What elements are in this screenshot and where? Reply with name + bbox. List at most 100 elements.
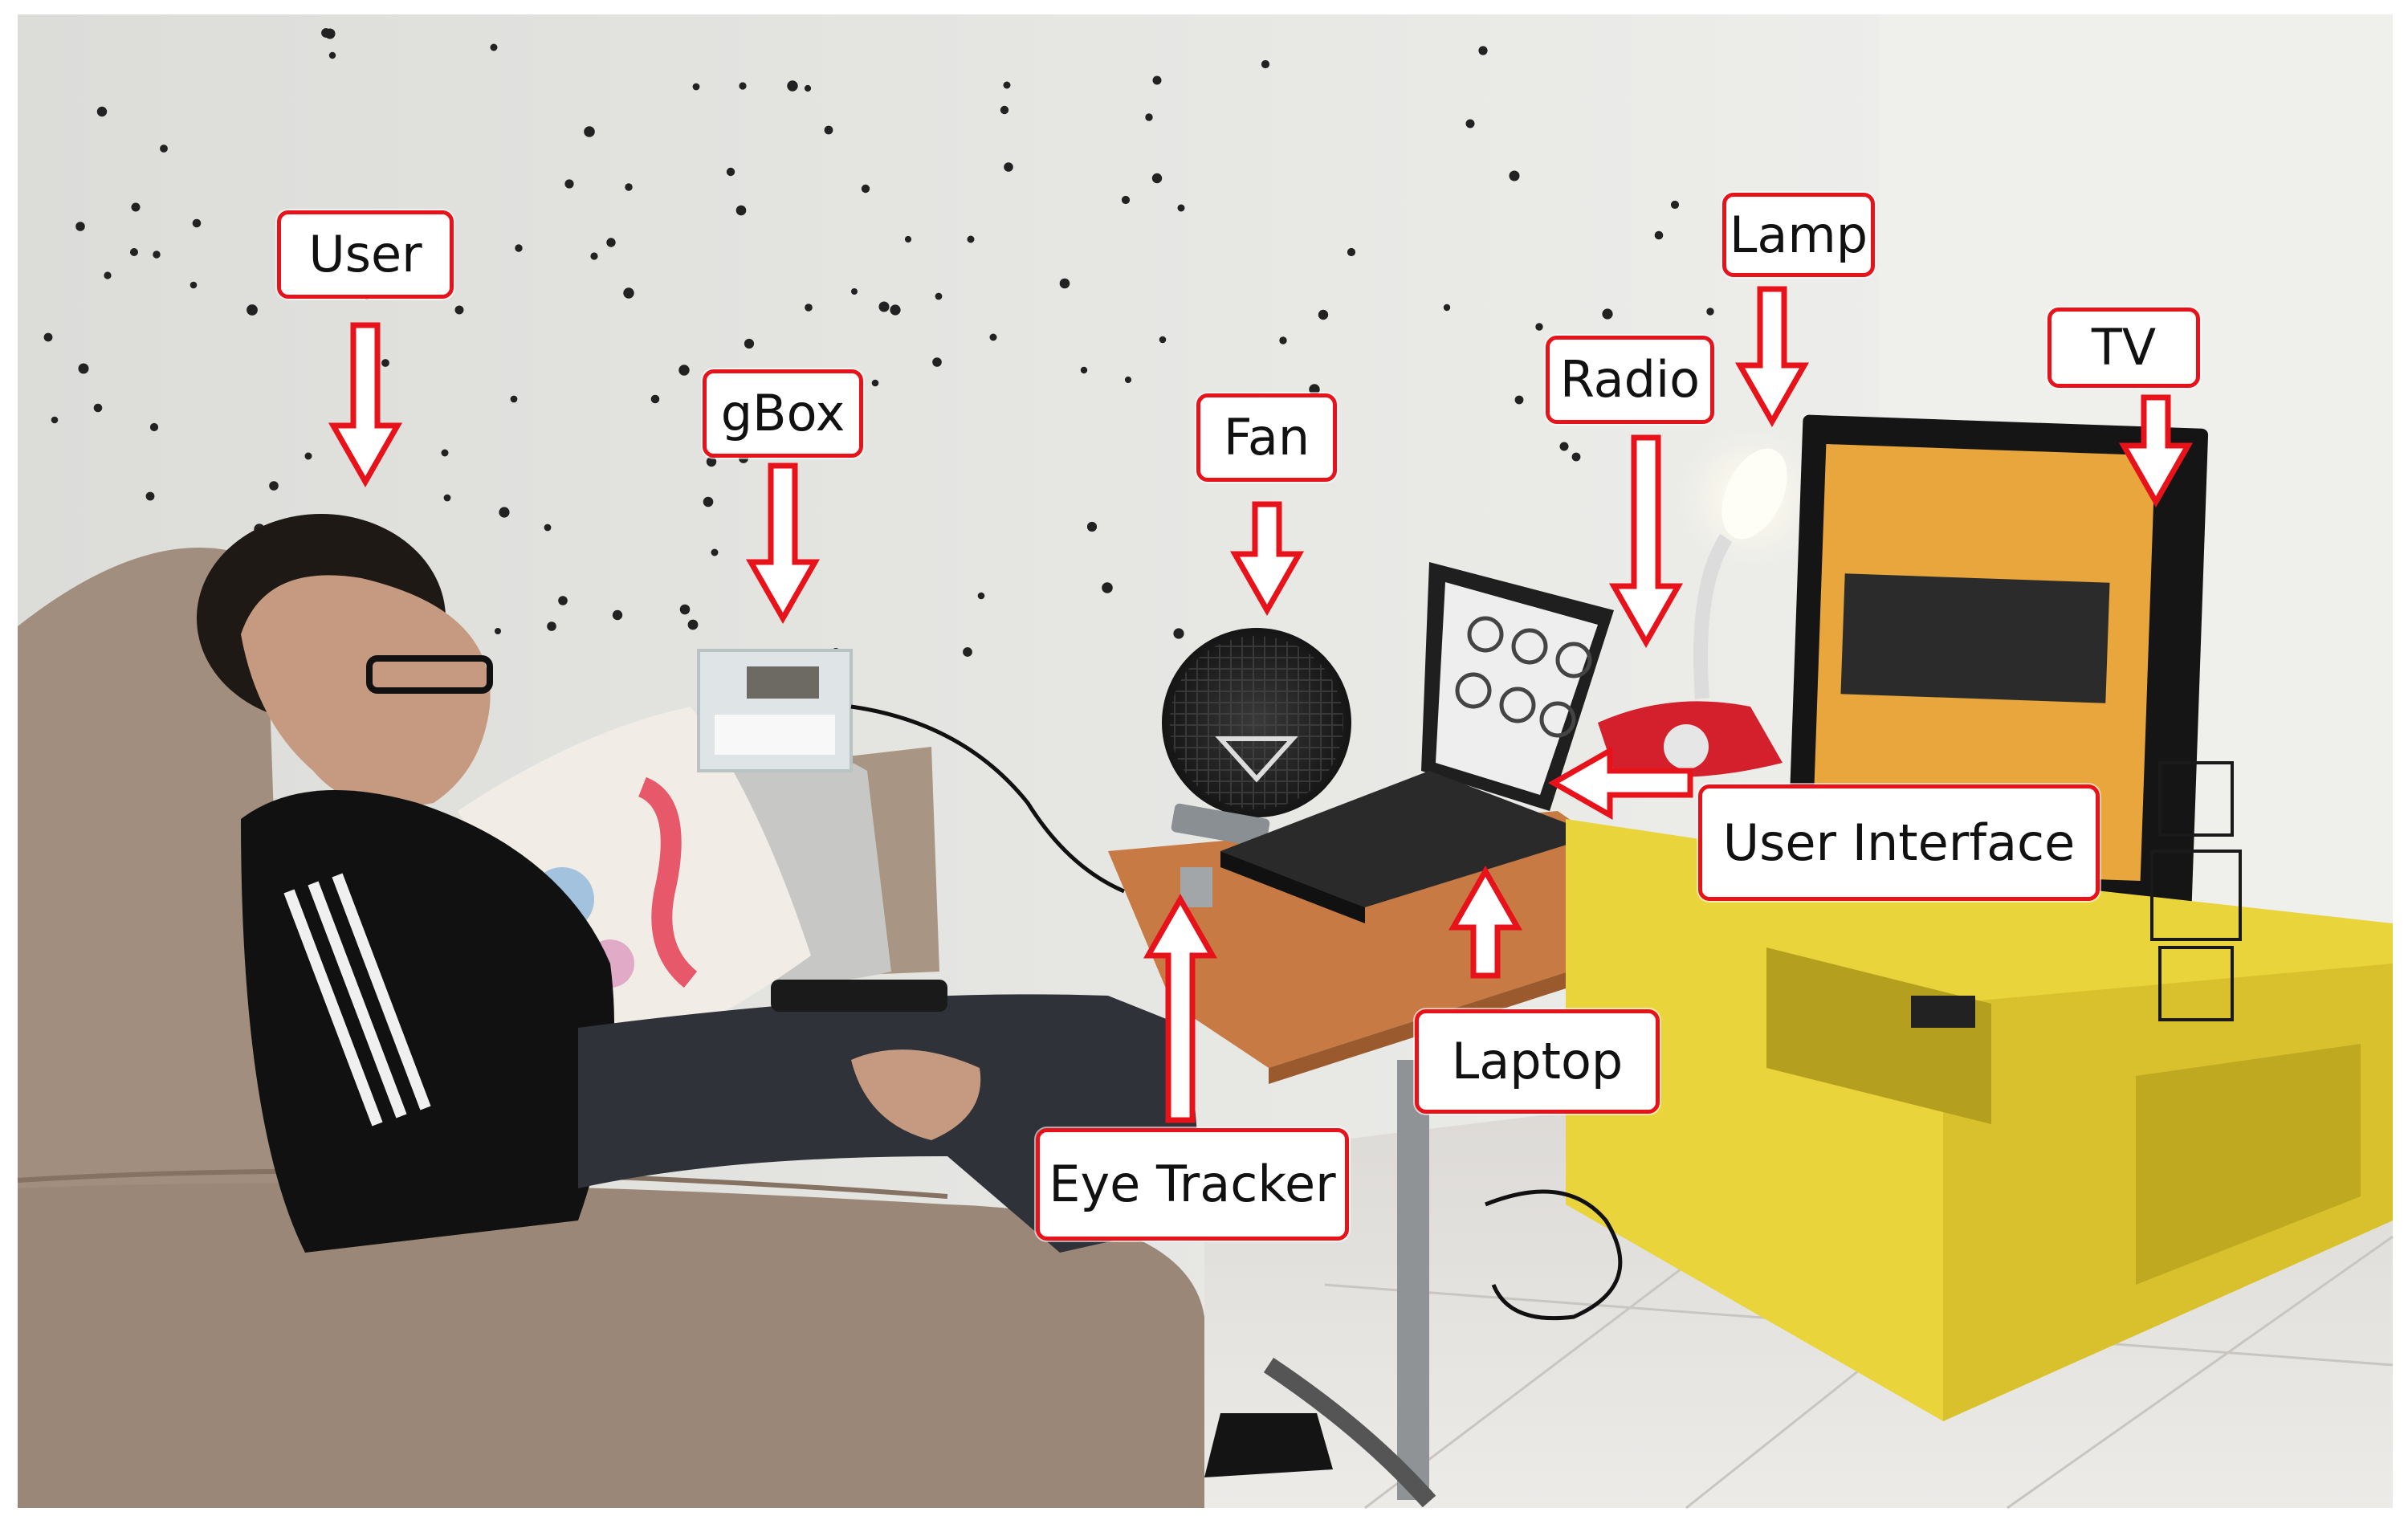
- wall-star: [692, 83, 700, 91]
- wall-star: [967, 235, 975, 243]
- wall-star: [510, 395, 518, 403]
- wall-star: [678, 365, 690, 376]
- wall-star: [1309, 384, 1320, 395]
- wall-star: [1571, 452, 1581, 462]
- wall-star: [1151, 173, 1163, 184]
- arrow-laptop: [1448, 865, 1523, 979]
- wall-star: [324, 28, 336, 39]
- label-user-interface: User Interface: [1698, 784, 2100, 901]
- fan: [1162, 628, 1351, 817]
- wall-star: [711, 548, 719, 556]
- arrow-user-interface: [1547, 745, 1693, 821]
- arrow-lamp: [1734, 286, 1810, 428]
- wall-star: [78, 363, 89, 374]
- wall-star: [1478, 46, 1488, 55]
- wire-cube-decor: [2150, 761, 2242, 1021]
- wall-star: [1654, 230, 1664, 240]
- wall-star: [441, 449, 449, 457]
- wall-star: [1465, 119, 1475, 128]
- wall-star: [75, 222, 85, 231]
- laptop: [1220, 562, 1614, 923]
- wall-star: [1124, 376, 1132, 384]
- gbox-device: [697, 649, 853, 772]
- wall-star: [499, 507, 510, 518]
- wall-star: [1003, 81, 1011, 89]
- wall-star: [1004, 162, 1013, 172]
- cushion-flamingo: [458, 707, 811, 1060]
- wall-star: [871, 379, 879, 387]
- label-fan: Fan: [1196, 393, 1337, 482]
- arrow-tv: [2118, 394, 2194, 508]
- wall-star: [43, 332, 53, 342]
- wall-star: [153, 251, 161, 259]
- wall-star: [1145, 113, 1153, 121]
- label-radio: Radio: [1546, 336, 1714, 424]
- wall-star: [625, 183, 633, 191]
- wall-star: [96, 106, 108, 117]
- wall-star: [679, 604, 691, 615]
- wall-star: [495, 628, 501, 634]
- laptop-ui-buttons: [1455, 616, 1592, 738]
- wall-star: [131, 202, 141, 212]
- wall-star: [584, 126, 595, 137]
- wall-star: [247, 304, 258, 316]
- wall-star: [612, 609, 623, 621]
- wall-star: [890, 304, 901, 316]
- wall-star: [726, 167, 735, 177]
- wall-star: [454, 305, 464, 315]
- wall-star: [1177, 204, 1185, 212]
- label-eye-tracker: Eye Tracker: [1036, 1128, 1349, 1241]
- wall-star: [650, 394, 660, 404]
- gbox-cables: [850, 704, 1125, 894]
- wall-star: [544, 524, 552, 532]
- wall-star: [269, 481, 279, 491]
- wall-star: [1080, 366, 1088, 374]
- wall-star: [51, 416, 59, 424]
- wall-star: [1102, 582, 1113, 593]
- wall-star: [1318, 309, 1329, 320]
- wall-star: [1602, 308, 1613, 320]
- arrow-fan: [1229, 501, 1305, 617]
- eye-tracker-device: [1171, 803, 1270, 848]
- wall-star: [93, 403, 103, 413]
- wall-star: [935, 292, 943, 300]
- wall-star: [1706, 308, 1714, 316]
- label-tv: TV: [2047, 308, 2200, 388]
- wall-star: [1086, 521, 1098, 532]
- wall-star: [861, 184, 870, 194]
- wall-star: [805, 304, 813, 312]
- wall-star: [1152, 75, 1162, 85]
- wall-star: [977, 592, 985, 600]
- wall-star: [1670, 200, 1680, 210]
- wall-star: [804, 84, 812, 92]
- label-gbox: gBox: [703, 369, 863, 458]
- wall-star: [547, 621, 556, 631]
- wall-star: [989, 333, 997, 341]
- wall-star: [1279, 336, 1287, 344]
- wall-star: [192, 218, 202, 228]
- wall-star: [1000, 105, 1009, 115]
- arrow-radio: [1608, 434, 1684, 649]
- wall-star: [490, 43, 498, 51]
- wall-star: [558, 596, 568, 605]
- wall-star: [1347, 247, 1356, 257]
- wall-star: [1443, 304, 1451, 312]
- wall-star: [130, 248, 138, 256]
- wall-star: [687, 619, 699, 630]
- radio: [1598, 701, 1783, 777]
- wall-star: [735, 205, 747, 216]
- wall-star: [590, 252, 598, 260]
- wall-star: [606, 238, 616, 247]
- wall-star: [381, 359, 389, 367]
- label-laptop: Laptop: [1415, 1009, 1660, 1114]
- wall-star: [878, 301, 890, 312]
- wall-star: [706, 456, 717, 467]
- lamp: [1678, 426, 1823, 699]
- wall-star: [1173, 628, 1184, 639]
- wall-star: [160, 145, 168, 153]
- wall-star: [851, 288, 858, 295]
- wall-star: [1559, 442, 1569, 451]
- remote-controls: [771, 980, 947, 1012]
- wall-star: [1059, 278, 1070, 289]
